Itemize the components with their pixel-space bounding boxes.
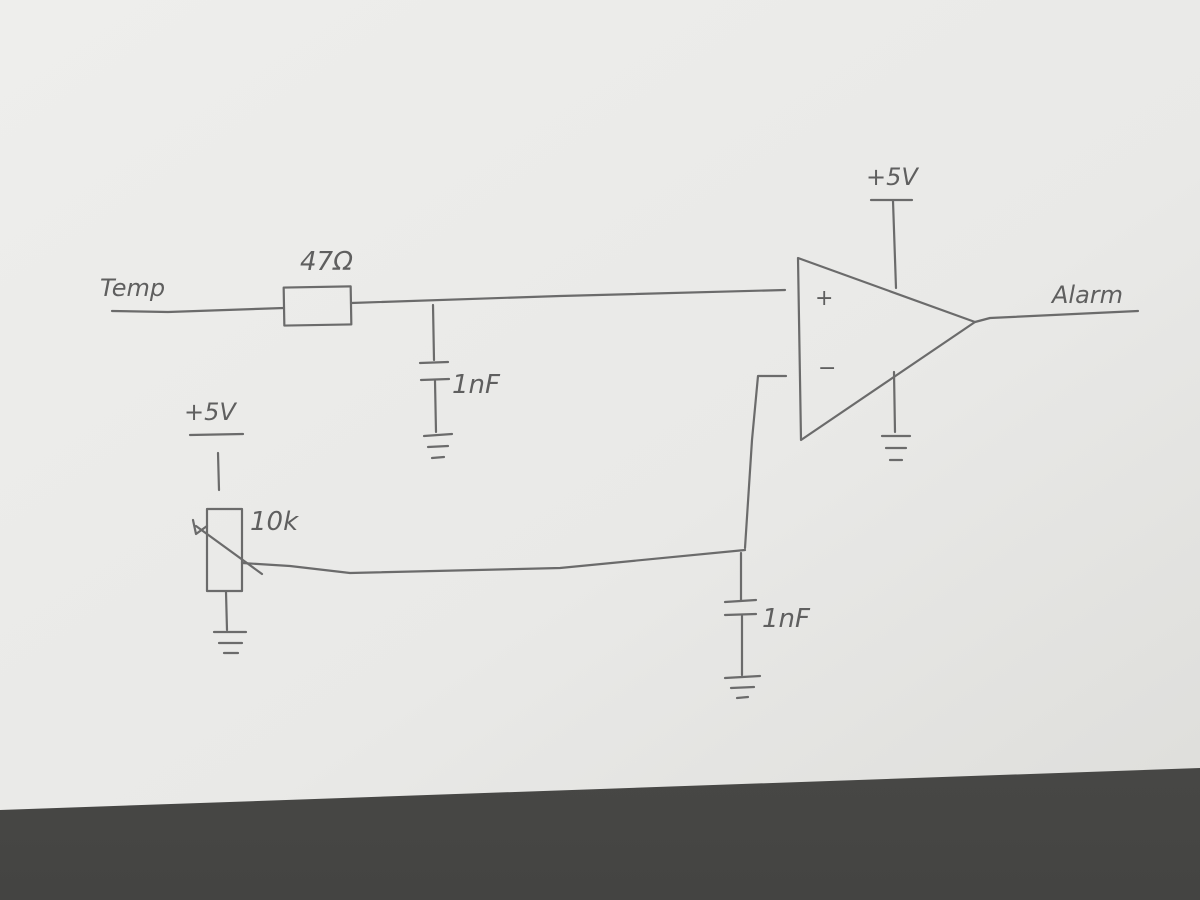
label-cap-top: 1nF xyxy=(452,370,501,400)
resistor-47 xyxy=(282,285,353,327)
supply-bar-pot xyxy=(188,432,245,437)
wire-pot-gnd xyxy=(224,590,229,632)
wire-supply-opamp xyxy=(891,199,898,290)
label-temp: Temp xyxy=(100,274,165,302)
paper-sheet xyxy=(0,0,1200,810)
potentiometer-10k xyxy=(205,507,244,593)
opamp-minus-sign: − xyxy=(818,356,836,381)
label-supply-opamp: +5V xyxy=(866,163,919,191)
ground-cap-top xyxy=(422,432,454,460)
wire-supply-pot xyxy=(216,451,221,492)
potentiometer-arrow xyxy=(191,518,264,576)
ground-cap-bottom xyxy=(723,674,762,700)
wire-cap-top-down xyxy=(431,303,436,362)
opamp-triangle xyxy=(796,256,977,442)
label-resistor: 47Ω xyxy=(300,247,353,277)
label-supply-pot: +5V xyxy=(184,398,237,426)
label-pot: 10k xyxy=(250,507,299,537)
wire-to-minus xyxy=(743,374,788,550)
ground-opamp xyxy=(880,434,912,462)
wire-to-plus xyxy=(349,288,787,305)
opamp-plus-sign: + xyxy=(815,286,833,311)
ground-pot xyxy=(212,630,248,655)
wire-cap-top-gnd xyxy=(433,379,438,434)
label-alarm: Alarm xyxy=(1050,281,1123,309)
wire-temp-input xyxy=(110,306,286,314)
capacitor-top xyxy=(418,360,451,382)
wire-output xyxy=(973,309,1140,324)
capacitor-bottom xyxy=(723,598,758,617)
wire-wiper-to-node xyxy=(240,548,747,575)
wire-opamp-gnd xyxy=(892,370,897,434)
label-cap-bottom: 1nF xyxy=(762,604,811,634)
